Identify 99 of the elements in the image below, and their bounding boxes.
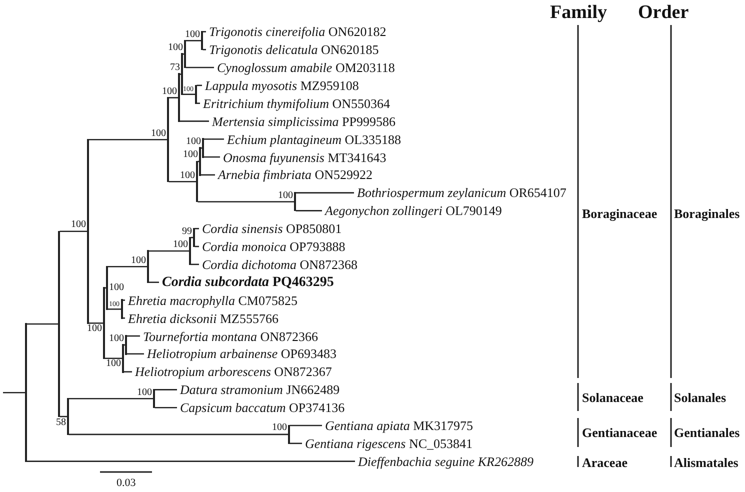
branch-line [108, 308, 122, 310]
branch-line [290, 424, 322, 426]
taxon-label: Ehretia macrophylla CM075825 [125, 292, 298, 308]
taxon-label: Aegonychon zollingeri OL790149 [322, 203, 502, 218]
branch-line [68, 398, 154, 400]
order-name: Gentianales [674, 426, 740, 438]
taxon-label: Cordia subcordata PQ463295 [159, 274, 334, 290]
bootstrap-value: 100 [109, 282, 124, 293]
taxon-label: Heliotropium arborescens ON872367 [132, 364, 332, 380]
branch-line [88, 322, 104, 324]
branch-line [204, 156, 220, 158]
bootstrap-value: 100 [183, 150, 198, 160]
bootstrap-value: 100 [173, 240, 188, 250]
branch-line [108, 266, 148, 268]
taxon-label: Cynoglossum amabile OM203118 [214, 60, 395, 75]
taxon-label: Trigonotis delicatula ON620185 [206, 42, 379, 58]
bootstrap-value: 100 [87, 324, 102, 334]
taxon-label: Cordia dichotoma ON872368 [199, 256, 358, 272]
branch-line [204, 138, 224, 140]
branch-line [168, 180, 196, 182]
branch-line [182, 53, 184, 55]
branch-line [68, 434, 288, 436]
bootstrap-value: 100 [180, 170, 195, 181]
branch-line [148, 250, 190, 252]
taxon-label: Eritrichium thymifolium ON550364 [200, 96, 390, 111]
scale-label: 0.03 [116, 478, 136, 488]
branch-line [194, 228, 199, 230]
bootstrap-value: 100 [131, 256, 146, 266]
bootstrap-value: 100 [151, 128, 166, 139]
branch-line [198, 201, 294, 202]
bootstrap-value: 100 [71, 220, 86, 230]
branch-line [168, 97, 178, 98]
taxon-label: Gentiana rigescens NC_053841 [302, 436, 473, 451]
branch-line [126, 353, 144, 355]
bootstrap-value: 100 [106, 359, 121, 370]
bootstrap-value: 100 [185, 30, 200, 40]
bootstrap-value: 73 [170, 63, 180, 74]
taxon-label: Bothriospermum zeylanicum OR654107 [354, 185, 566, 200]
branch-line [154, 406, 177, 408]
bootstrap-value: 100 [109, 334, 124, 344]
branch-line [26, 460, 355, 462]
branch-line [60, 230, 88, 232]
family-name: Gentianaceae [582, 426, 658, 438]
taxon-label: Lappula myosotis MZ959108 [202, 78, 359, 93]
branch-line [182, 94, 196, 95]
branch-line [126, 335, 140, 337]
taxon-label: Arnebia fimbriata ON529922 [215, 167, 373, 182]
branch-line [186, 40, 202, 42]
taxon-label: Capsicum baccatum OP374136 [177, 400, 345, 416]
branch-line [202, 31, 206, 32]
bootstrap-value: 100 [168, 43, 183, 54]
taxon-label: Gentiana apiata MK317975 [322, 418, 474, 433]
taxon-label: Heliotropium arbainense OP693483 [144, 346, 336, 362]
branch-line [122, 317, 125, 319]
taxon-label: Cordia monoica OP793888 [199, 239, 346, 254]
branch-line [202, 48, 206, 50]
family-name: Solanaceae [582, 390, 644, 404]
taxon-label: Mertensia simplicissima PP999586 [209, 114, 396, 129]
bootstrap-value: 100 [162, 86, 177, 97]
branch-line [200, 147, 202, 149]
order-name: Alismatales [674, 456, 738, 468]
branch-line [26, 323, 58, 325]
taxon-label: Cordia sinensis OP850801 [199, 221, 342, 236]
branch-line [296, 210, 322, 212]
branch-line [196, 102, 200, 104]
taxon-label: Datura stramonium JN662489 [177, 382, 340, 398]
branch-line [3, 392, 26, 394]
branch-line [124, 344, 126, 346]
branch-line [88, 139, 168, 140]
order-name: Solanales [674, 390, 726, 404]
branch-line [124, 371, 132, 372]
taxon-label: Tournefortia montana ON872366 [140, 328, 318, 344]
branch-line [104, 358, 122, 360]
branch-line [122, 300, 125, 301]
branch-line [154, 389, 177, 390]
bootstrap-value: 100 [137, 388, 152, 398]
family-name: Araceae [582, 456, 628, 468]
family-name: Boraginaceae [582, 206, 658, 220]
branch-line [296, 192, 354, 194]
branch-line [290, 442, 302, 444]
bootstrap-value: 58 [56, 418, 66, 428]
taxon-label: Trigonotis cinereifolia ON620182 [206, 24, 386, 40]
branch-line [200, 174, 215, 176]
taxon-label: Onosma fuyunensis MT341643 [220, 150, 386, 164]
branch-line [198, 160, 200, 162]
branch-line [148, 282, 159, 283]
taxon-label: Echium plantagineum OL335188 [224, 132, 402, 147]
bootstrap-value: 100 [186, 137, 201, 148]
branch-line [186, 66, 214, 68]
column-header: Order [638, 2, 689, 22]
order-name: Boraginales [674, 206, 740, 220]
taxon-label: Ehretia dicksonii MZ555766 [125, 310, 278, 326]
bootstrap-value: 99 [182, 226, 192, 237]
branch-line [104, 287, 106, 289]
branch-line [180, 120, 209, 122]
column-header: Family [550, 2, 607, 22]
bootstrap-value: 100 [272, 423, 287, 434]
bootstrap-value: 100 [278, 190, 293, 201]
taxon-label: Dieffenbachia seguine KR262889 [355, 454, 534, 469]
